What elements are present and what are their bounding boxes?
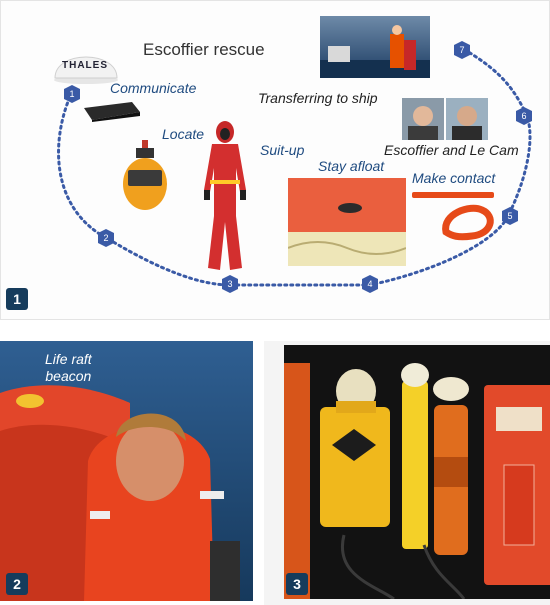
- locate-label: Locate: [162, 126, 205, 142]
- step-marker-5: 5: [500, 206, 520, 226]
- suit-up-label: Suit-up: [260, 142, 305, 158]
- panel-number-badge: 2: [6, 573, 28, 595]
- caption-line-2: beacon: [45, 368, 92, 384]
- safety-beacons-photo: [284, 345, 550, 599]
- panel-number-badge: 3: [286, 573, 308, 595]
- rescue-diagram-panel: Escoffier rescue THALES: [6, 16, 534, 310]
- life-raft-beacon-photo-panel: Life raft beacon 2: [0, 341, 253, 601]
- transferring-label: Transferring to ship: [258, 90, 378, 106]
- step-marker-2: 2: [96, 228, 116, 248]
- stay-afloat-label: Stay afloat: [318, 158, 385, 174]
- escoffier-photo: [402, 98, 444, 140]
- communication-unit-image: [80, 100, 142, 122]
- step-marker-1: 1: [62, 84, 82, 104]
- step-marker-3: 3: [220, 274, 240, 294]
- communicate-label: Communicate: [110, 80, 197, 96]
- escoffier-le-cam-label: Escoffier and Le Cam: [384, 142, 519, 158]
- rescue-sling-image: [412, 186, 502, 242]
- thales-radome-image: THALES: [52, 40, 120, 84]
- survivor-photo: [0, 341, 253, 601]
- make-contact-label: Make contact: [412, 170, 496, 186]
- locator-beacon-image: [118, 140, 174, 212]
- panel-number-badge: 1: [6, 288, 28, 310]
- beacons-photo-panel: 3: [264, 341, 550, 605]
- step-marker-4: 4: [360, 274, 380, 294]
- caption-line-1: Life raft: [45, 351, 92, 367]
- le-cam-photo: [446, 98, 488, 140]
- thales-logo: THALES: [62, 60, 108, 71]
- transfer-to-ship-photo: [320, 16, 430, 78]
- step-marker-7: 7: [452, 40, 472, 60]
- step-marker-6: 6: [514, 106, 534, 126]
- life-raft-image: [288, 178, 406, 266]
- survival-suit-image: [196, 118, 254, 274]
- life-raft-beacon-caption: Life raft beacon: [45, 351, 92, 385]
- diagram-title: Escoffier rescue: [143, 40, 265, 59]
